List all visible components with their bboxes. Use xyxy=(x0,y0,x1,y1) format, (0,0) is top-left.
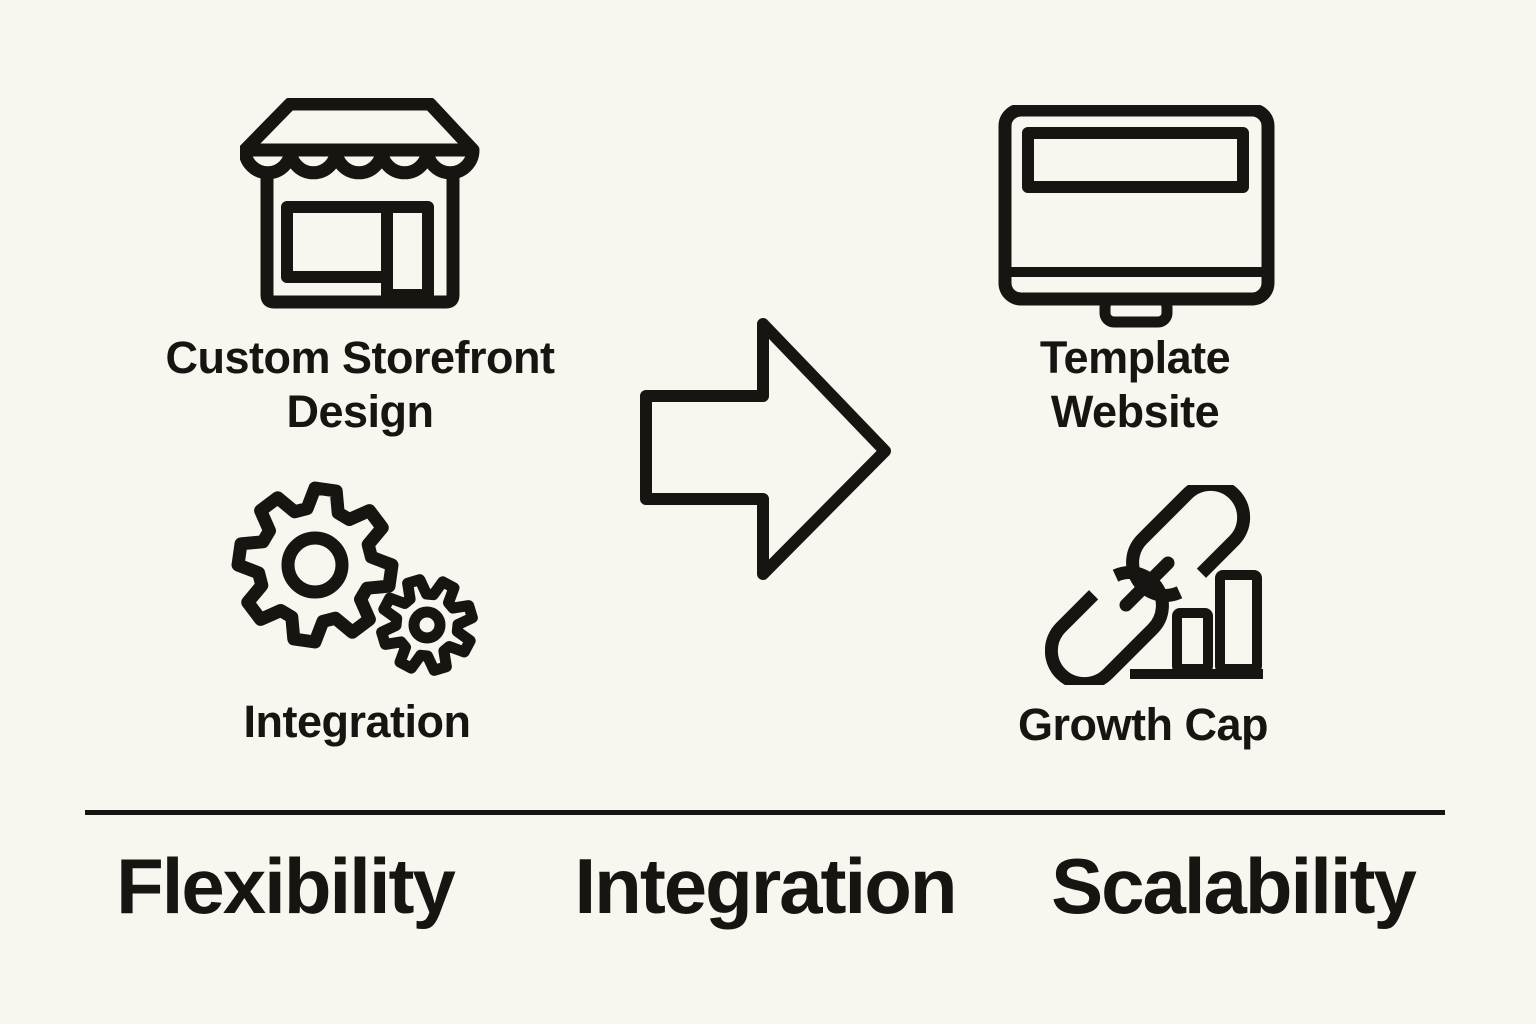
right-item-2-label: Growth Cap xyxy=(1018,699,1269,750)
divider-line xyxy=(85,810,1445,815)
gears-icon xyxy=(231,481,478,676)
arrow-right-icon xyxy=(640,318,891,580)
right-item-1-label: Template Website xyxy=(1039,332,1231,437)
footer-label-scalability: Scalability xyxy=(1051,842,1417,930)
footer-label-integration: Integration xyxy=(574,842,958,930)
monitor-icon xyxy=(998,105,1275,328)
footer-label-flexibility: Flexibility xyxy=(116,842,456,930)
left-item-1-label: Custom Storefront Design xyxy=(165,332,556,437)
link-bars-icon xyxy=(1045,485,1263,685)
left-item-2-label: Integration xyxy=(243,696,472,747)
storefront-icon xyxy=(240,98,480,309)
